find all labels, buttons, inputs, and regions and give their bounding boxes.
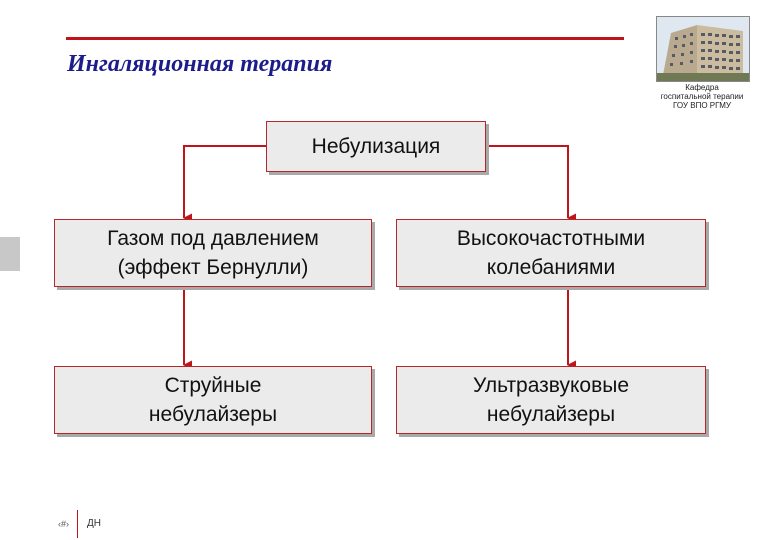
- node-label: Газом под давлением: [107, 227, 319, 250]
- department-line: ГОУ ВПО РГМУ: [673, 101, 731, 110]
- node-pressurized-gas: Газом под давлением (эффект Бернулли): [54, 219, 372, 287]
- node-label: Струйные: [164, 374, 262, 397]
- connector-root-to-gas: [183, 145, 266, 223]
- building-photo-icon: [656, 16, 750, 82]
- department-caption: Кафедра госпитальной терапии ГОУ ВПО РГМ…: [644, 83, 760, 110]
- footer-author: ДН: [87, 518, 101, 529]
- node-nebulization: Небулизация: [266, 121, 486, 172]
- node-label: Ультразвуковые: [472, 374, 630, 397]
- node-ultrasonic-nebulizers: Ультразвуковые небулайзеры: [396, 366, 706, 434]
- node-label: небулайзеры: [486, 403, 616, 426]
- footer-divider: [77, 510, 78, 538]
- department-line: госпитальной терапии: [660, 92, 744, 101]
- node-jet-nebulizers: Струйные небулайзеры: [54, 366, 372, 434]
- node-label: Высокочастотными: [456, 227, 646, 250]
- node-high-frequency: Высокочастотными колебаниями: [396, 219, 706, 287]
- connector-root-to-hf: [486, 145, 576, 223]
- department-line: Кафедра: [685, 83, 719, 92]
- node-label: колебаниями: [486, 256, 616, 279]
- side-tab: [0, 237, 20, 271]
- slide-number: ‹#›: [58, 519, 69, 529]
- title-rule: [66, 37, 624, 40]
- slide-title: Ингаляционная терапия: [67, 51, 333, 77]
- node-label: Небулизация: [311, 135, 441, 158]
- node-label: небулайзеры: [148, 403, 278, 426]
- node-label: (эффект Бернулли): [117, 256, 309, 279]
